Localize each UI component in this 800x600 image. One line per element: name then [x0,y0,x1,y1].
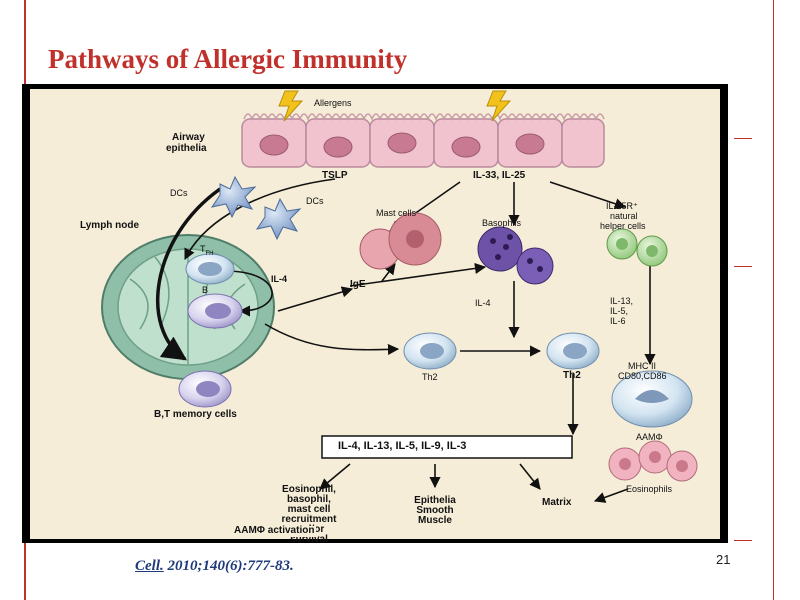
arrow-memory [156,187,222,361]
label-memory: B,T memory cells [154,409,237,420]
label-muscle: Muscle [418,515,452,526]
arrow-ige-to-mast [381,263,396,282]
label-tfh: TFH [200,244,214,257]
label-lymph-node: Lymph node [80,220,140,231]
label-il13: IL-13, [610,296,634,306]
slide-title: Pathways of Allergic Immunity [48,44,408,74]
airway-epithelium [241,113,605,168]
label-th2-right: Th2 [563,370,581,381]
right-tick [734,540,752,541]
arrow-tfh-b-loop [224,270,273,317]
label-dcs-1: DCs [170,188,188,198]
label-smooth: Smooth [416,505,454,516]
natural-helper-cells [606,228,668,267]
diagram-graphics [101,90,698,503]
lymph-node [101,234,275,380]
dc-cell [210,175,257,219]
label-out1-4: recruitment [281,514,337,525]
mast-cells [359,212,442,270]
label-aam: AAMΦ [636,432,663,442]
label-out1-6: survival [290,534,328,545]
label-eosinophils: Eosinophils [626,484,673,494]
label-il4-vertical: IL-4 [475,298,491,308]
eosinophils [608,440,698,482]
label-cd80: CD80,CD86 [618,371,667,381]
pathway-figure: Allergens Airway epithelia TSLP IL-33, I… [22,84,728,545]
label-epithelia: epithelia [166,143,207,154]
label-basophils: Basophils [482,218,522,228]
label-tslp: TSLP [322,170,348,181]
label-out1-3: mast cell [287,504,331,515]
label-airway: Airway [172,132,205,143]
label-matrix: Matrix [542,497,572,508]
label-il25r-3: helper cells [600,221,646,231]
label-b: B [202,285,209,295]
arrow-tslp-to-dc [184,178,336,261]
label-mhc: MHC II [628,361,656,371]
label-epithelia-out: Epithelia [414,495,456,506]
label-allergens: Allergens [314,98,352,108]
right-tick [734,138,752,139]
dc-cell [255,197,302,241]
label-il6: IL-6 [610,316,626,326]
label-il5: IL-5, [610,306,629,316]
label-il25r-2: natural [610,211,638,221]
label-tfh-main: T [200,244,206,254]
label-cytokines: IL-4, IL-13, IL-5, IL-9, IL-3 [338,440,467,452]
label-il33-il25: IL-33, IL-25 [473,170,526,181]
arrow-b-to-ige [277,286,354,312]
label-out1-1: Eosinophil, [282,484,336,495]
arrow-ige-to-basophils [349,262,487,287]
citation: Cell. 2010;140(6):777-83. [135,558,294,575]
diagram-panel: Allergens Airway epithelia TSLP IL-33, I… [30,89,720,545]
arrow-b-to-th2 [264,323,400,356]
allergen-bolt-icon [486,90,512,122]
basophils [477,226,554,285]
label-out1-2: basophil, [287,494,331,505]
citation-details: 2010;140(6):777-83. [163,558,294,574]
arrow-il33-to-helper [549,181,627,210]
right-tick [734,266,752,267]
label-dcs-2: DCs [306,196,324,206]
allergen-bolt-icon [278,90,304,122]
cytokine-box [321,435,573,459]
arrow-cytokines-to-eos [319,463,351,490]
arrow-cytokines-to-matrix [519,463,541,490]
arrow-eos-to-matrix [593,488,629,503]
label-mast-cells: Mast cells [376,208,417,218]
label-il25r-1: IL-25R⁺ [606,201,638,211]
label-tfh-sub: FH [205,250,214,257]
label-ige: IgE [350,279,366,290]
right-rule [773,0,774,600]
label-aam-activation: AAMΦ activation [232,525,317,537]
label-th2-left: Th2 [422,372,438,382]
label-il4-node: IL-4 [271,274,288,284]
page-number: 21 [716,552,731,567]
citation-link[interactable]: Cell. [135,558,164,574]
